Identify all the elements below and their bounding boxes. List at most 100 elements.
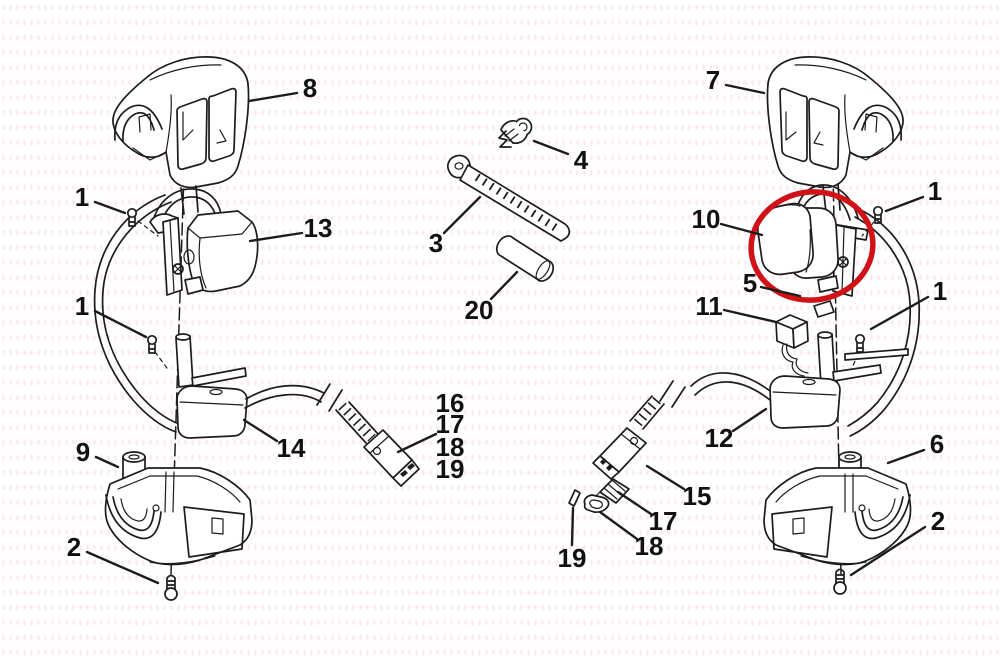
leader-line-1d	[869, 295, 930, 331]
leader-line-14	[242, 418, 279, 443]
part-13-switch-assembly	[149, 188, 259, 296]
left-bracket-arm	[191, 367, 247, 387]
part-label-10: 10	[692, 204, 721, 234]
left-post	[175, 335, 194, 388]
part-label-1a: 1	[75, 182, 89, 212]
part-label-3: 3	[429, 228, 443, 258]
part-label-16: 16	[436, 388, 465, 418]
part-label-15: 15	[683, 481, 712, 511]
part-label-17a: 17	[436, 409, 465, 439]
left-cover-window-right	[208, 87, 237, 163]
leader-line-2b	[849, 525, 927, 577]
left-cable-loop	[93, 194, 180, 433]
part-8-upper-cover-left	[112, 56, 250, 189]
part-label-14: 14	[277, 433, 306, 463]
right-post	[817, 333, 836, 386]
cable-break-mark-left	[316, 383, 343, 412]
left-cover-stem	[180, 185, 199, 215]
part-2-screw-left	[164, 574, 178, 601]
part-label-2a: 2	[67, 532, 81, 562]
part-12-switch-box	[769, 331, 909, 429]
part-label-1d: 1	[933, 276, 947, 306]
part-6-lower-cover-right	[763, 451, 912, 566]
part-1-screw-left-mid	[146, 334, 168, 369]
leader-line-20	[489, 270, 519, 301]
part-label-2b: 2	[931, 506, 945, 536]
leader-line-17b	[616, 490, 653, 516]
left-bowl-saddle	[105, 494, 162, 540]
highlight-circle-part-10	[748, 189, 876, 303]
center-parts	[446, 117, 571, 282]
part-label-4: 4	[574, 145, 589, 175]
leader-line-2a	[85, 550, 160, 585]
part-19-pin	[568, 489, 581, 507]
part-2-screw-right	[833, 568, 847, 595]
leader-line-1b	[93, 309, 148, 339]
leader-line-17a	[396, 432, 438, 454]
left-cover-handlebar-arch	[113, 104, 163, 142]
part-label-1b: 1	[75, 291, 89, 321]
part-1-screw-left-top	[126, 207, 159, 237]
part-18-grommet	[583, 494, 610, 514]
part-label-5: 5	[743, 268, 757, 298]
leader-line-15	[645, 464, 686, 491]
leader-line-11	[722, 308, 778, 324]
part-label-17b: 17	[649, 506, 678, 536]
leader-line-19b	[570, 506, 575, 547]
part-label-9: 9	[76, 437, 90, 467]
left-harness-connector	[363, 429, 420, 487]
part-4-cable-clip	[498, 117, 533, 148]
part-11-connector	[775, 314, 809, 377]
part-10-switch-assembly	[757, 184, 869, 297]
part-label-7: 7	[706, 65, 720, 95]
right-bracket-arm	[832, 364, 882, 382]
part-5-wedge	[813, 300, 835, 318]
left-bowl-window	[183, 506, 245, 558]
leader-line-12	[731, 407, 768, 433]
leader-line-5	[759, 285, 802, 298]
part-label-19a: 19	[436, 454, 465, 484]
right-cable-loop	[847, 209, 921, 437]
part-3-cable-tie	[446, 154, 571, 242]
part-20-tube	[495, 235, 555, 282]
cable-break-mark-right	[659, 380, 686, 408]
right-bowl-saddle	[854, 494, 911, 540]
leader-line-1c	[884, 195, 925, 213]
right-harness-connector	[592, 427, 647, 480]
part-label-8: 8	[303, 73, 317, 103]
part-label-13: 13	[304, 213, 333, 243]
part-label-6: 6	[930, 429, 944, 459]
leader-line-7	[724, 83, 766, 95]
part-1-screw-right-mid	[851, 333, 866, 369]
leader-line-1a	[93, 200, 127, 215]
part-label-12: 12	[705, 423, 734, 453]
right-assembly	[568, 56, 921, 595]
left-switch-arch-band	[151, 188, 222, 227]
part-label-11: 11	[695, 291, 723, 321]
right-rail	[844, 348, 909, 361]
right-cover-window-left	[779, 87, 808, 163]
part-7-upper-cover-right	[766, 56, 904, 189]
leader-line-18b	[598, 510, 639, 541]
leader-line-8	[247, 91, 299, 103]
right-cover-window-right	[808, 97, 840, 171]
right-cover-handlebar-arch	[853, 104, 903, 142]
part-9-lower-cover-left	[104, 451, 253, 566]
part-label-18a: 18	[436, 432, 465, 462]
left-cover-window-left	[176, 97, 208, 171]
right-harness-cable	[629, 372, 771, 430]
leader-line-13	[248, 231, 304, 243]
left-switch-body	[172, 210, 259, 295]
leader-line-4	[532, 139, 570, 156]
left-assembly	[93, 56, 420, 601]
part-label-20: 20	[465, 295, 494, 325]
part-14-switch-box	[175, 333, 248, 439]
leader-line-6	[886, 448, 926, 465]
leader-line-9	[94, 455, 120, 469]
leader-line-10	[719, 222, 764, 237]
part-label-18b: 18	[635, 531, 664, 561]
part-label-1c: 1	[928, 176, 942, 206]
